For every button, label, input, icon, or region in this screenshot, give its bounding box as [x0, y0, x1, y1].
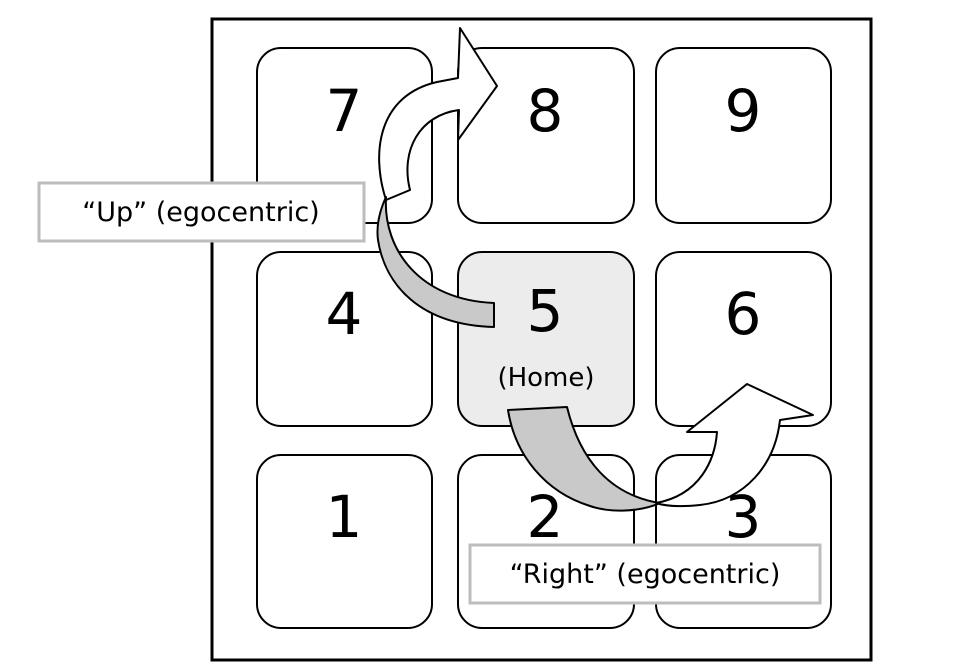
up-arrow-tail — [376, 196, 495, 328]
up-arrow-head — [378, 27, 498, 201]
key-4 — [256, 251, 433, 427]
home-label: (Home) — [497, 363, 594, 393]
up-label: “Up” (egocentric) — [82, 197, 319, 228]
key-1-label: 1 — [326, 483, 363, 551]
key-7-label: 7 — [326, 77, 363, 145]
right-arrow-head — [655, 383, 814, 508]
key-1 — [256, 454, 433, 629]
key-2-label: 2 — [527, 483, 564, 551]
key-9 — [655, 47, 832, 224]
key-4-label: 4 — [326, 280, 363, 348]
key-6-label: 6 — [725, 280, 762, 348]
right-arrow-tail — [507, 406, 661, 512]
key-5-label: 5 — [527, 277, 564, 345]
key-8-label: 8 — [527, 77, 564, 145]
up-label-box — [37, 181, 366, 243]
right-label-box — [468, 543, 822, 605]
right-label: “Right” (egocentric) — [510, 559, 781, 590]
up-arrow — [376, 27, 498, 328]
key-9-label: 9 — [725, 77, 762, 145]
right-arrow — [507, 383, 814, 512]
